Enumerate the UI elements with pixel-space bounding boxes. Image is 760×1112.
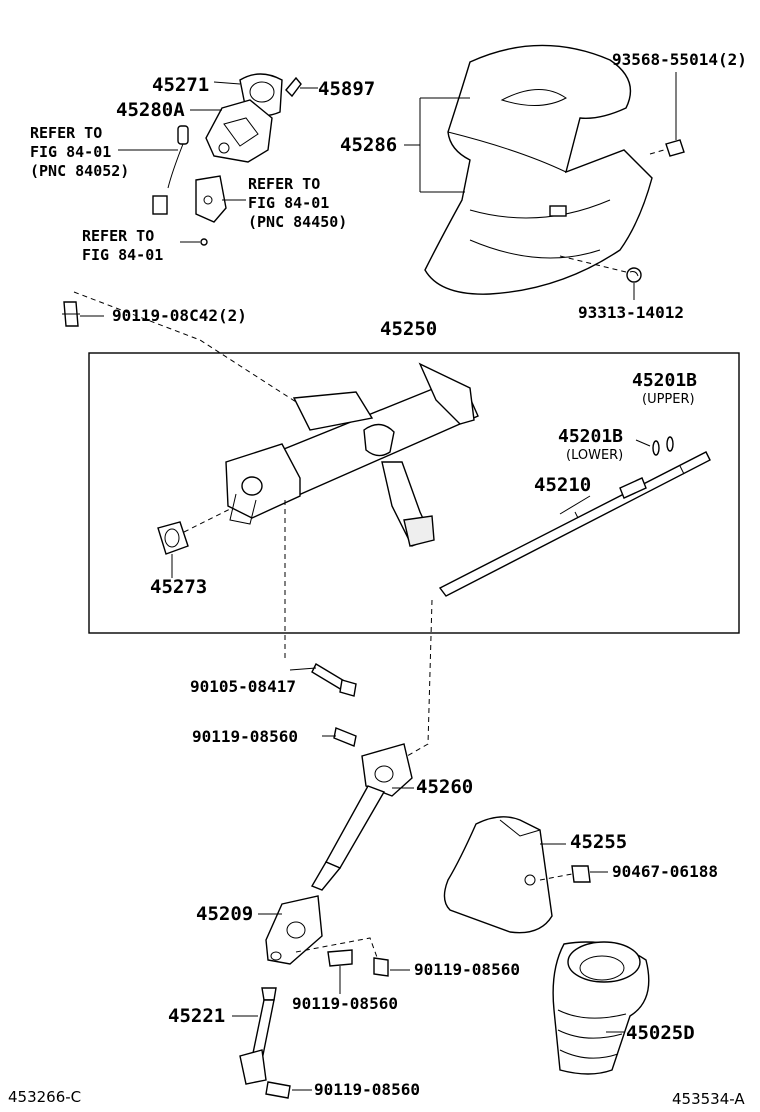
bolt-90119-08560-c: [373, 957, 389, 977]
column-cover-45286: [424, 44, 653, 295]
screw-45897: [285, 76, 302, 98]
label-45250: 45250: [380, 318, 438, 340]
ref1-line1: REFER TO: [30, 124, 103, 142]
housing-45280A: [205, 99, 273, 163]
label-45221: 45221: [168, 1005, 226, 1027]
label-45271: 45271: [152, 74, 210, 96]
label-upper: (UPPER): [642, 392, 695, 407]
switch-84052: [152, 125, 189, 215]
label-45280A: 45280A: [116, 99, 185, 121]
bushing-45273: [157, 521, 189, 555]
label-lower: (LOWER): [566, 448, 624, 463]
switch-84450: [195, 175, 227, 223]
boot-45025D: [552, 941, 650, 1075]
column-cover-45255: [443, 816, 553, 934]
small-pin: [200, 238, 208, 246]
clip-93313: [626, 267, 642, 283]
label-90105-08417: 90105-08417: [190, 677, 296, 696]
intermediate-shaft-45260: [310, 743, 413, 891]
snap-ring-lower: [652, 440, 660, 456]
main-shaft-45210: [438, 451, 711, 597]
universal-joint-45209: [265, 895, 323, 965]
lower-shaft-45221: [239, 987, 277, 1085]
label-90119-08560-b: 90119-08560: [414, 960, 520, 979]
label-93313-14012: 93313-14012: [578, 303, 684, 322]
ref1-line3: (PNC 84052): [30, 162, 130, 180]
ref3-line1: REFER TO: [82, 227, 155, 245]
bolt-90119-08560-d: [265, 1081, 291, 1099]
column-tube-45250: [225, 362, 479, 547]
label-45201b-lower: 45201B: [558, 426, 624, 447]
label-45286: 45286: [340, 134, 398, 156]
bolt-90119-08560-a: [333, 727, 357, 747]
label-90119-08c42: 90119-08C42(2): [112, 306, 247, 325]
label-45210: 45210: [534, 474, 592, 496]
code-right: 453534-A: [672, 1090, 745, 1108]
label-45209: 45209: [196, 903, 254, 925]
label-90119-08560-c: 90119-08560: [292, 994, 398, 1013]
label-93568-55014: 93568-55014(2): [612, 50, 747, 69]
ref2-line3: (PNC 84450): [248, 213, 348, 231]
bolt-90119-08560-b: [327, 949, 353, 967]
bolt-90119-08c42: [62, 301, 80, 327]
label-90467-06188: 90467-06188: [612, 862, 718, 881]
assembly-box-45250: [88, 352, 740, 634]
ref2-line2: FIG 84-01: [248, 194, 330, 212]
label-90119-08560-a: 90119-08560: [192, 727, 298, 746]
bolt-90467-06188: [571, 865, 591, 883]
ref3-line2: FIG 84-01: [82, 246, 164, 264]
label-45273: 45273: [150, 576, 208, 598]
code-left: 453266-C: [8, 1088, 82, 1106]
label-45201b-upper: 45201B: [632, 370, 698, 391]
label-90119-08560-d: 90119-08560: [314, 1080, 420, 1099]
label-45255: 45255: [570, 831, 628, 853]
bolt-90105-08417: [311, 663, 357, 697]
label-45897: 45897: [318, 78, 376, 100]
screw-93568: [649, 139, 685, 157]
label-45025D: 45025D: [626, 1022, 695, 1044]
ref2-line1: REFER TO: [248, 175, 321, 193]
ref1-line2: FIG 84-01: [30, 143, 112, 161]
label-45260: 45260: [416, 776, 474, 798]
snap-ring-upper: [666, 436, 674, 452]
